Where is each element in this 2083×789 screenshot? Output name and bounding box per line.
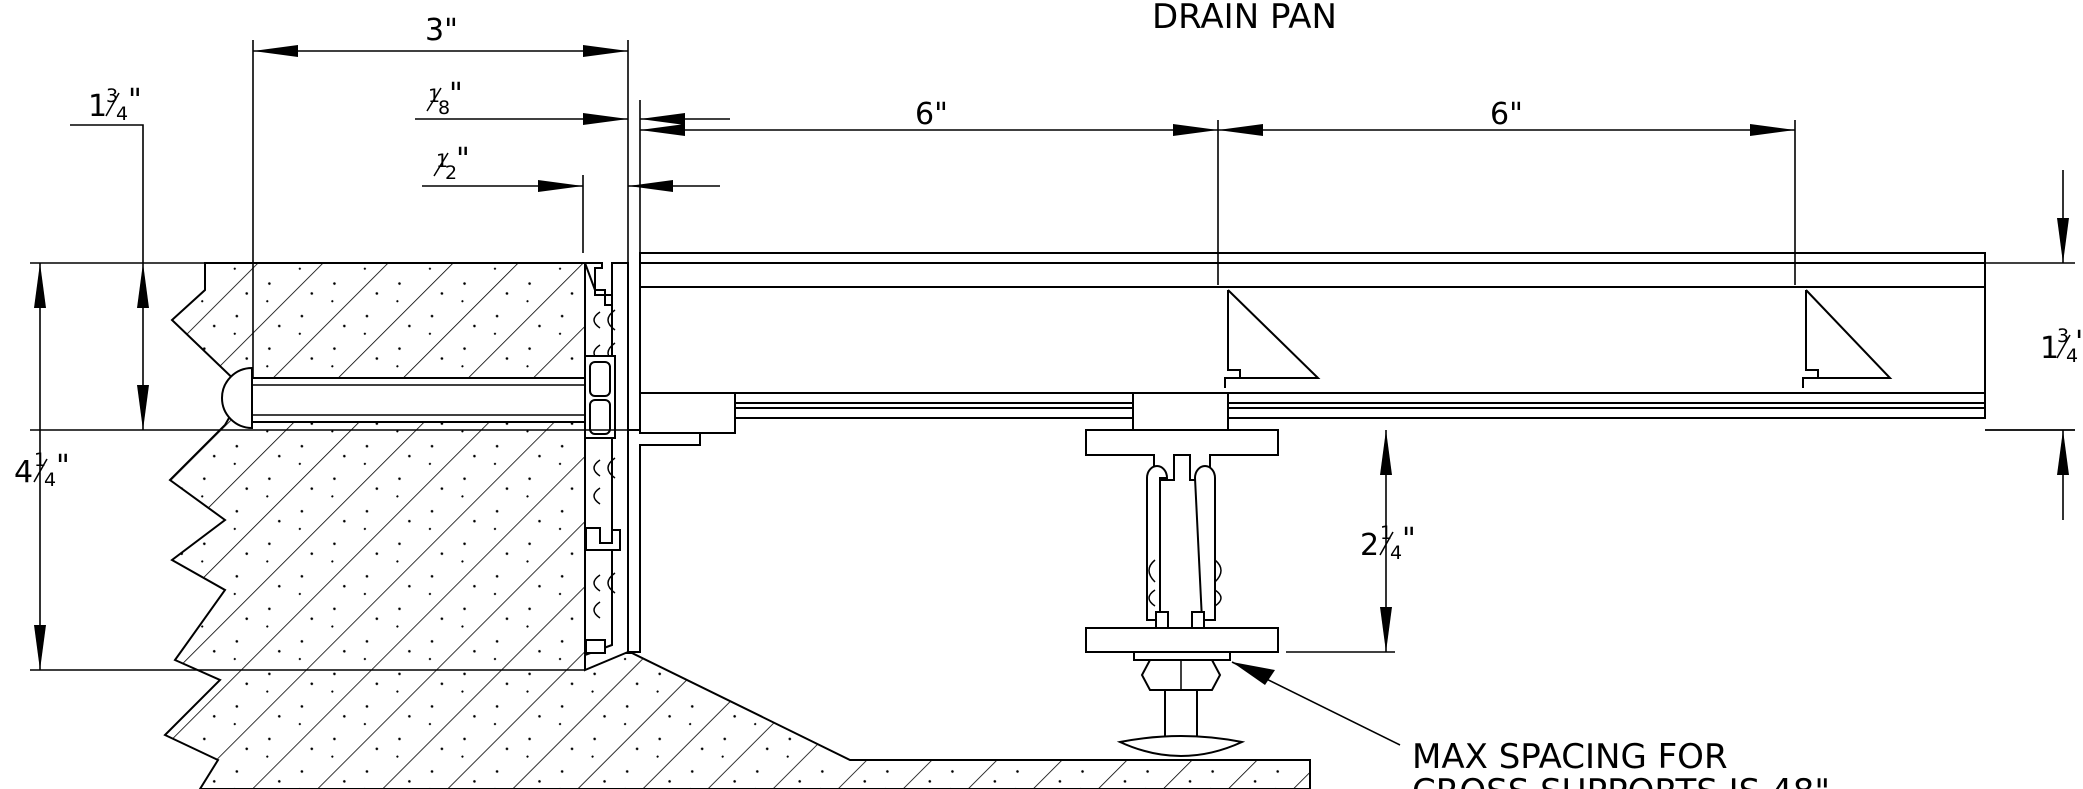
- svg-text:": ": [128, 83, 142, 118]
- svg-text:3": 3": [425, 13, 458, 48]
- svg-text:4: 4: [2066, 345, 2078, 367]
- dim-label-6-in-b: 6": [1490, 97, 1523, 132]
- svg-text:8: 8: [438, 97, 450, 119]
- svg-text:1: 1: [2040, 331, 2059, 366]
- svg-text:MAX SPACING FOR: MAX SPACING FOR: [1412, 737, 1728, 777]
- svg-text:CROSS SUPPORTS IS 48": CROSS SUPPORTS IS 48": [1412, 772, 1830, 789]
- dim-label-half: 1 2 ": [433, 142, 470, 184]
- drawing-title: DRAIN PAN: [1152, 0, 1337, 37]
- svg-text:1: 1: [88, 89, 107, 124]
- svg-text:1: 1: [34, 449, 46, 471]
- svg-text:4: 4: [116, 103, 128, 125]
- dim-label-1-3-4-left: 1 3 4 ": [88, 83, 142, 125]
- svg-text:": ": [449, 77, 463, 112]
- svg-text:4: 4: [1390, 542, 1402, 564]
- svg-text:2: 2: [445, 162, 457, 184]
- svg-text:": ": [2075, 325, 2083, 360]
- drain-pan-frame: [639, 252, 1986, 434]
- dim-label-3-in: 3": [425, 13, 458, 48]
- dim-label-4-1-4: 4 1 4 ": [14, 449, 70, 491]
- svg-text:": ": [456, 142, 470, 177]
- svg-text:": ": [56, 449, 70, 484]
- svg-text:4: 4: [44, 469, 56, 491]
- svg-text:4: 4: [14, 455, 33, 490]
- svg-text:6": 6": [1490, 97, 1523, 132]
- svg-text:6": 6": [915, 97, 948, 132]
- dim-label-6-in-a: 6": [915, 97, 948, 132]
- cross-support: [1085, 429, 1279, 757]
- dim-label-2-1-4: 2 1 4 ": [1360, 522, 1416, 564]
- svg-text:3: 3: [106, 85, 118, 107]
- svg-text:1: 1: [428, 85, 440, 107]
- anchor-bolt: [221, 355, 616, 439]
- spacing-note: MAX SPACING FOR CROSS SUPPORTS IS 48": [1412, 737, 1830, 789]
- svg-text:3: 3: [2057, 325, 2069, 347]
- svg-text:2: 2: [1360, 528, 1379, 563]
- dimension-lines: [30, 40, 2075, 746]
- edge-channel: [583, 262, 701, 672]
- dim-label-1-3-4-right: 1 3 4 ": [2040, 325, 2083, 367]
- svg-text:1: 1: [1380, 522, 1392, 544]
- dim-label-eighth: 1 8 ": [426, 77, 463, 119]
- svg-text:": ": [1402, 522, 1416, 557]
